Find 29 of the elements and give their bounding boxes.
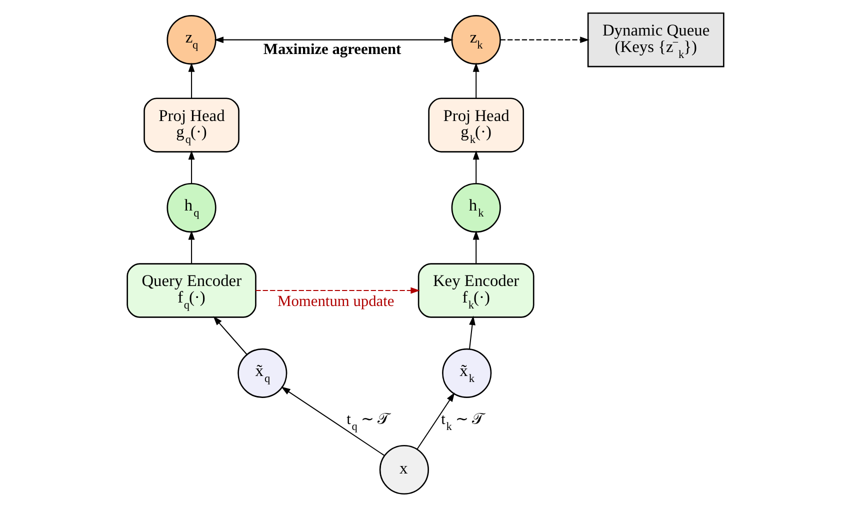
arrow: [472, 150, 480, 183]
arrow: [281, 386, 385, 456]
node-circle: z$_{k}$: [451, 14, 501, 64]
node-circle: h$_{k}$: [451, 182, 501, 232]
edge-label: Maximize agreement: [263, 40, 402, 58]
edge-label: Momentum update: [278, 292, 394, 310]
arrow: [214, 36, 454, 43]
node-circle: x̃$_{q}$: [238, 348, 288, 398]
node-box: Proj Head g$_{q}$(·): [144, 97, 240, 152]
node-box: Query Encoder f$_{q}$(·): [126, 262, 256, 318]
arrow: [188, 150, 195, 183]
arrow: [188, 230, 195, 263]
arrow: [188, 62, 195, 98]
edge-label: t$_{k}$ ∼ 𝒯: [441, 410, 484, 433]
arrow: [500, 36, 590, 43]
arrow: [213, 316, 248, 354]
node-box: Proj Head g$_{k}$(·): [428, 97, 524, 152]
arrow: [256, 286, 420, 294]
node-box: Dynamic Queue (Keys {z$^{−}$$_{k}$}): [587, 12, 724, 67]
node-circle: z$_{q}$: [166, 14, 216, 64]
node-circle: x: [379, 444, 429, 494]
arrow: [416, 392, 455, 449]
edge-label: t$_{q}$ ∼ 𝒯: [346, 410, 389, 433]
node-circle: h$_{q}$: [166, 182, 216, 232]
node-circle: x̃$_{k}$: [442, 348, 492, 398]
arrow: [469, 315, 476, 348]
node-box: Key Encoder f$_{k}$(·): [418, 262, 534, 318]
arrow: [472, 62, 480, 98]
arrow: [472, 230, 480, 263]
